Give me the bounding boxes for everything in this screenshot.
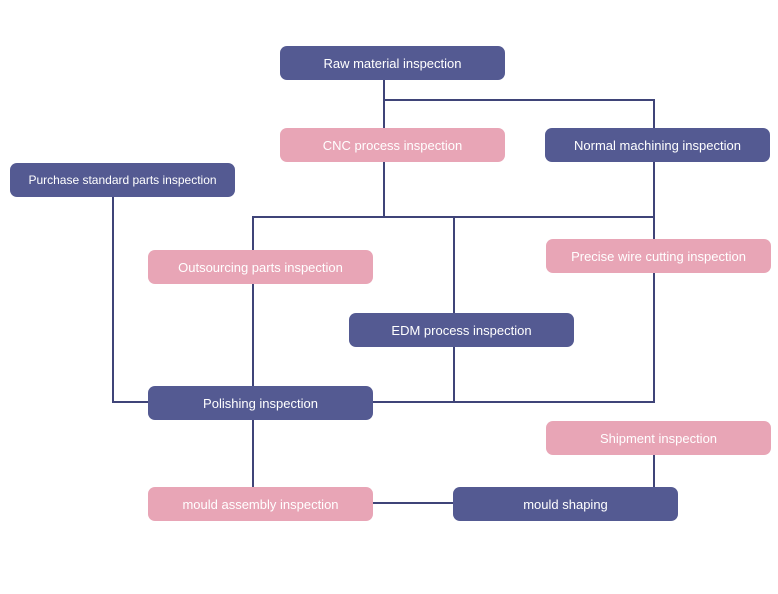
cnc-process-inspection-node: CNC process inspection (280, 128, 505, 162)
edm-process-inspection-label: EDM process inspection (391, 322, 532, 338)
outsourcing-parts-inspection-label: Outsourcing parts inspection (178, 259, 343, 275)
precise-wire-cutting-inspection-label: Precise wire cutting inspection (571, 248, 746, 264)
outsourcing-parts-inspection-node: Outsourcing parts inspection (148, 250, 373, 284)
raw-material-inspection-label: Raw material inspection (323, 55, 462, 71)
mould-shaping-node: mould shaping (453, 487, 678, 521)
normal-machining-inspection-node: Normal machining inspection (545, 128, 770, 162)
edm-process-inspection-node: EDM process inspection (349, 313, 574, 347)
polishing-inspection-label: Polishing inspection (203, 395, 318, 411)
purchase-standard-parts-inspection-label: Purchase standard parts inspection (28, 173, 217, 187)
mould-assembly-inspection-label: mould assembly inspection (182, 496, 339, 512)
mould-shaping-label: mould shaping (523, 496, 608, 512)
raw-material-inspection-node: Raw material inspection (280, 46, 505, 80)
normal-machining-inspection-label: Normal machining inspection (574, 137, 741, 153)
polishing-inspection-node: Polishing inspection (148, 386, 373, 420)
shipment-inspection-node: Shipment inspection (546, 421, 771, 455)
shipment-inspection-label: Shipment inspection (599, 430, 718, 446)
connector-purchase-to-polishing (112, 196, 149, 403)
connector-raw-to-normal (383, 99, 655, 129)
cnc-process-inspection-label: CNC process inspection (322, 137, 463, 153)
connector-wire-cutting-to-polishing (371, 272, 655, 403)
mould-assembly-inspection-node: mould assembly inspection (148, 487, 373, 521)
precise-wire-cutting-inspection-node: Precise wire cutting inspection (546, 239, 771, 273)
purchase-standard-parts-inspection-node: Purchase standard parts inspection (10, 163, 235, 197)
